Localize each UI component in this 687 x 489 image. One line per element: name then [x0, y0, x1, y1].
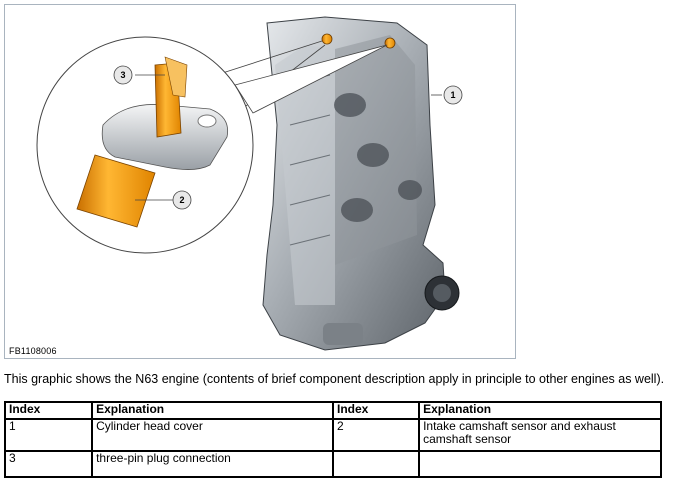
- engine-illustration: 1 2 3: [36, 16, 463, 351]
- callout-3-label: 3: [120, 70, 125, 80]
- callout-1-label: 1: [450, 90, 455, 100]
- row-1-index-1: 1: [3, 418, 94, 452]
- figure-id: FB1108006: [9, 346, 57, 356]
- row-1-index-2: 2: [331, 418, 421, 452]
- header-explanation-2: Explanation: [418, 401, 662, 420]
- callout-leaders: [135, 74, 442, 201]
- legend-table: Index Explanation Index Explanation 1 Cy…: [3, 401, 662, 478]
- detail-magnifier: [36, 36, 388, 254]
- header-index-1: Index: [3, 401, 94, 420]
- engine-figure: 1 2 3 FB1108006: [4, 4, 516, 359]
- row-2-explanation-1: three-pin plug connection: [91, 450, 334, 478]
- row-2-explanation-2: [418, 450, 662, 478]
- engine-sensors: [321, 33, 396, 49]
- callout-3: 3: [113, 65, 133, 85]
- row-2-index-2: [331, 450, 421, 478]
- legend-header-row: Index Explanation Index Explanation: [3, 401, 662, 420]
- table-row: 3 three-pin plug connection: [3, 450, 662, 478]
- header-index-2: Index: [331, 401, 421, 420]
- row-2-index-1: 3: [3, 450, 94, 478]
- figure-caption: This graphic shows the N63 engine (conte…: [4, 372, 665, 386]
- table-row: 1 Cylinder head cover 2 Intake camshaft …: [3, 418, 662, 452]
- callout-2-label: 2: [179, 195, 184, 205]
- callout-2: 2: [172, 190, 192, 210]
- engine-block: [262, 16, 460, 351]
- callout-1: 1: [443, 85, 463, 105]
- header-explanation-1: Explanation: [91, 401, 334, 420]
- row-1-explanation-1: Cylinder head cover: [91, 418, 334, 452]
- row-1-explanation-2: Intake camshaft sensor and exhaust camsh…: [418, 418, 662, 452]
